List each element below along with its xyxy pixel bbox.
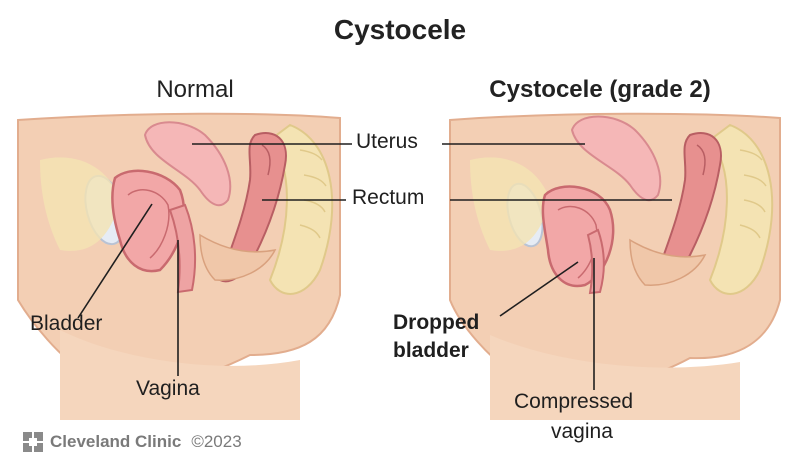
label-vagina: Vagina [136, 377, 200, 400]
cleveland-clinic-logo-icon [23, 432, 43, 452]
label-rectum: Rectum [352, 186, 425, 209]
label-dropped-bladder-line2: bladder [393, 339, 469, 362]
page-title: Cystocele [333, 14, 467, 45]
label-compressed-vagina-line1: Compressed [514, 390, 634, 413]
normal-anatomy [17, 112, 341, 420]
label-uterus: Uterus [356, 130, 418, 153]
footer-copyright: ©2023 [191, 432, 242, 451]
dropped-bladder-leader [499, 261, 579, 317]
footer: Cleveland Clinic ©2023 [22, 430, 242, 454]
label-dropped-bladder-line1: Dropped [393, 311, 480, 334]
label-bladder: Bladder [30, 312, 103, 335]
panel-title-cystocele: Cystocele (grade 2) [489, 76, 711, 103]
bladder-leader [77, 203, 153, 319]
leader-lines [77, 143, 672, 390]
cystocele-anatomy [449, 112, 781, 420]
panel-title-normal: Normal [156, 76, 234, 103]
label-compressed-vagina-line2: vagina [551, 420, 613, 443]
footer-brand: Cleveland Clinic [50, 432, 182, 451]
